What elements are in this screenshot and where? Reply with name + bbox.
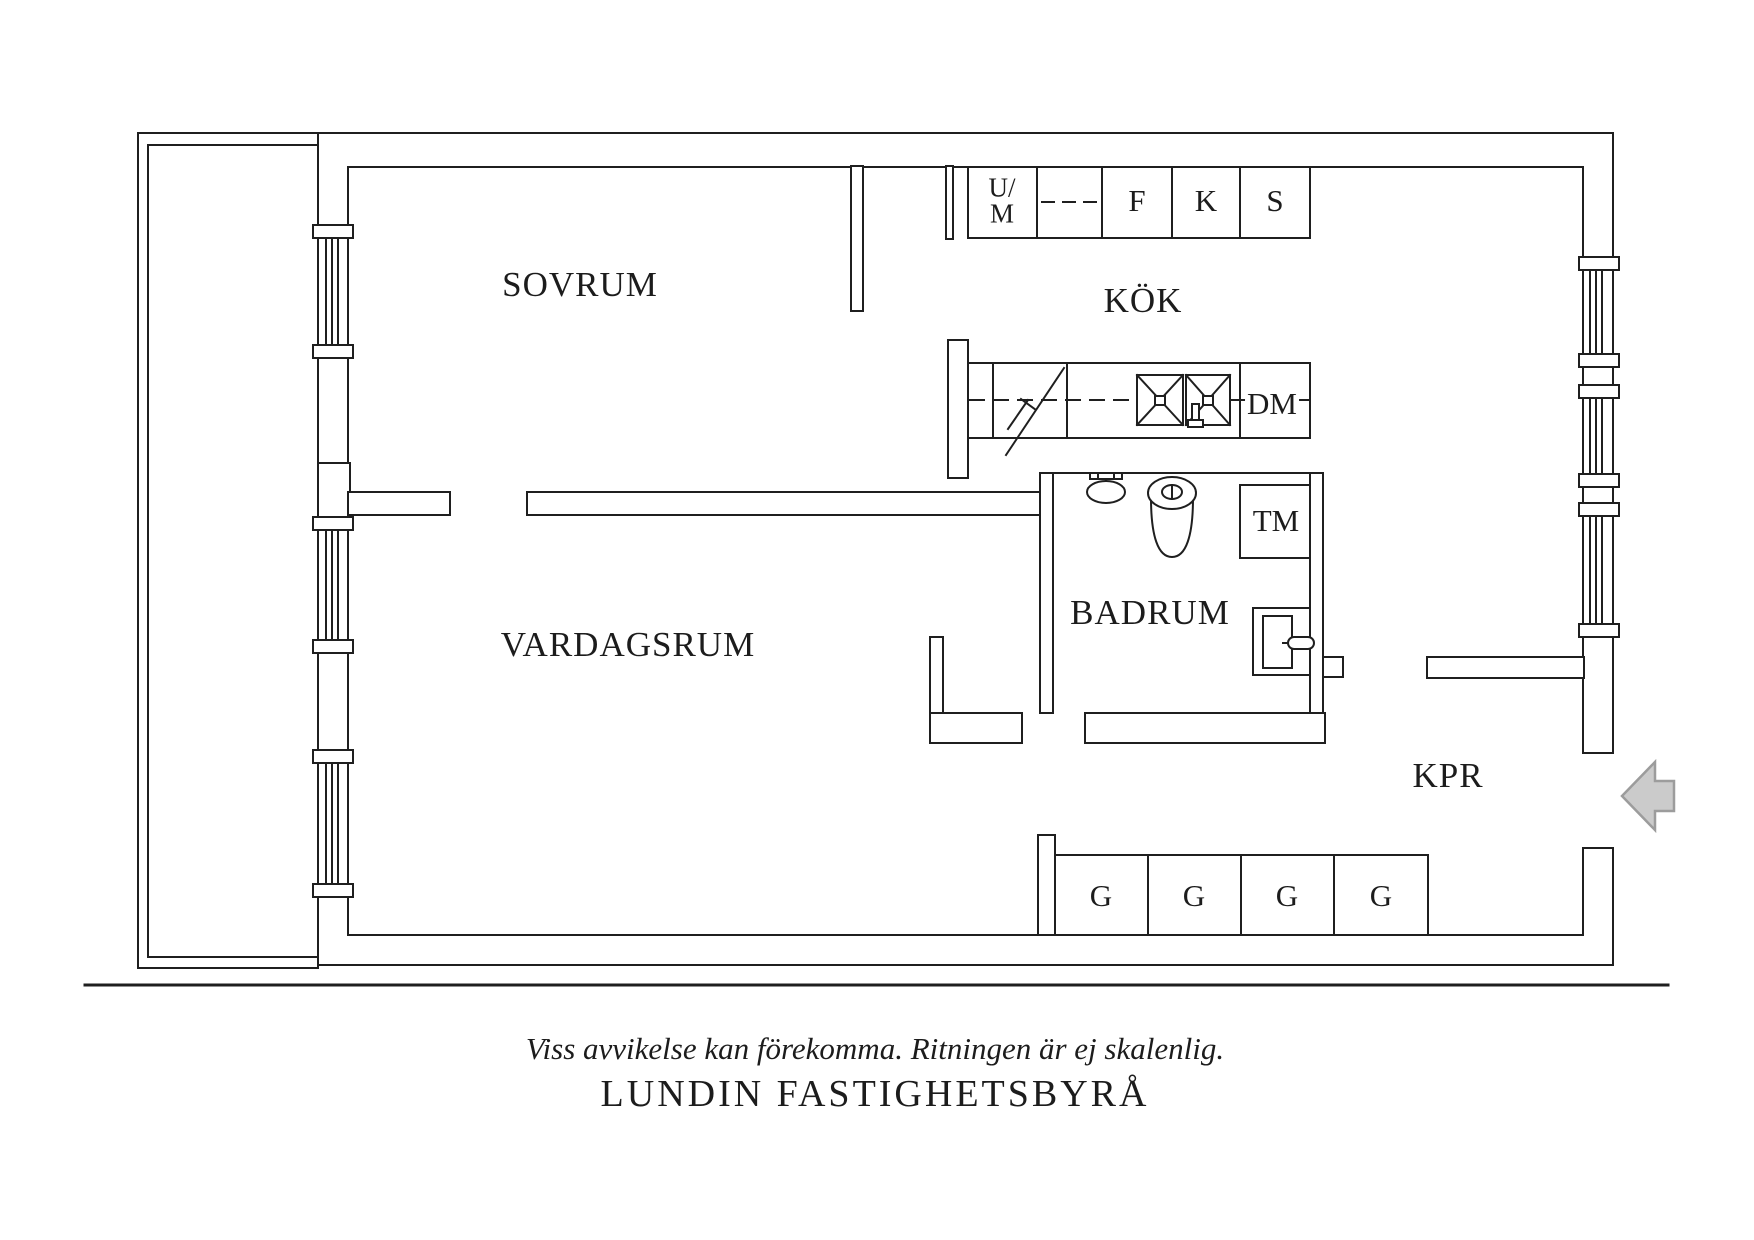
wardrobe-label: G xyxy=(1369,878,1393,913)
cabinet-label-um-line1: U/ xyxy=(988,172,1016,203)
wardrobe-row xyxy=(1054,854,1429,936)
interior-walls xyxy=(347,165,1585,936)
room-label-kok: KÖK xyxy=(1103,281,1183,320)
room-label-badrum: BADRUM xyxy=(1070,593,1230,632)
stove-icon xyxy=(1004,366,1066,457)
washing-machine-box xyxy=(1239,484,1311,559)
cabinet-label-k: K xyxy=(1194,183,1218,218)
cabinet-label-um: U/ M xyxy=(988,172,1016,228)
sink-icon xyxy=(1135,373,1232,428)
window-icon xyxy=(312,516,354,654)
cabinet-label-s: S xyxy=(1266,183,1284,218)
cabinet-row xyxy=(967,166,1311,239)
appliance-label-dm: DM xyxy=(1245,386,1299,422)
washbasin-icon xyxy=(1086,472,1126,504)
window-icon xyxy=(1578,502,1620,638)
wardrobe-label: G xyxy=(1275,878,1299,913)
window-icon xyxy=(312,749,354,898)
appliance-label-tm: TM xyxy=(1252,503,1300,538)
disclaimer-text: Viss avvikelse kan förekomma. Ritningen … xyxy=(525,1031,1225,1066)
brand-text: LUNDIN FASTIGHETSBYRÅ xyxy=(600,1073,1150,1115)
room-label-kpr: KPR xyxy=(1412,756,1484,795)
outer-wall xyxy=(317,132,1614,966)
shower-icon xyxy=(1252,607,1315,676)
wardrobe-label: G xyxy=(1182,878,1206,913)
room-label-sovrum: SOVRUM xyxy=(502,265,658,304)
window-icon xyxy=(312,224,354,359)
toilet-icon xyxy=(1147,476,1197,559)
cabinet-label-f: F xyxy=(1128,183,1146,218)
balcony-outline xyxy=(137,132,319,969)
window-icon xyxy=(1578,384,1620,488)
room-label-vardagsrum: VARDAGSRUM xyxy=(500,625,756,664)
entrance-arrow-icon xyxy=(1620,758,1676,834)
window-icon xyxy=(1578,256,1620,368)
wardrobe-label: G xyxy=(1089,878,1113,913)
cabinet-label-um-line2: M xyxy=(989,198,1014,228)
entrance-opening xyxy=(1582,752,1615,849)
